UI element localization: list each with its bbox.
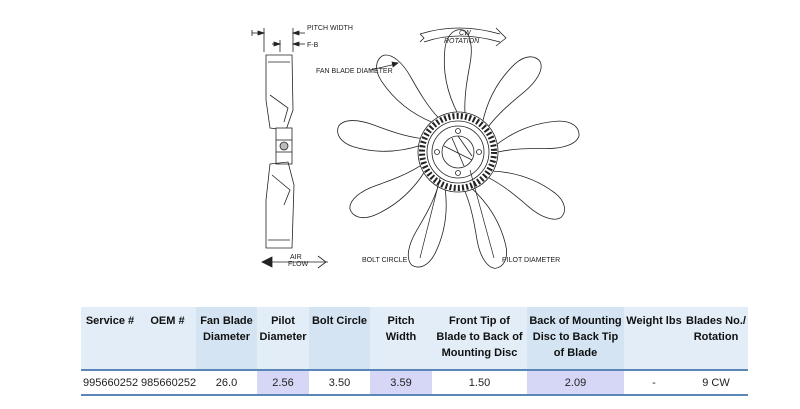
column-header: OEM # [139,307,196,370]
pilot-diameter-label: PILOT DIAMETER [502,257,560,264]
table-cell: 3.59 [370,369,432,396]
table-cell: 1.50 [432,369,527,396]
table-cell: 26.0 [196,369,257,396]
column-header: Weight lbs [624,307,684,370]
rotation-direction-label: CW [459,30,472,37]
rotation-arrow [419,27,507,47]
fan-technical-drawing: PITCH WIDTH F-B FAN BLADE DIAMETER BOLT … [251,25,582,273]
air-label: AIR [290,254,302,261]
column-header: Blades No./ Rotation [684,307,748,370]
table-cell: - [624,369,684,396]
table-cell: 985660252 [139,369,196,396]
pitch-width-label: PITCH WIDTH [307,25,353,32]
fan-front-view [334,29,582,273]
column-header: Bolt Circle [309,307,370,370]
flow-label: FLOW [288,261,309,268]
column-header: Fan Blade Diameter [196,307,257,370]
f-b-label: F-B [307,42,319,49]
table-cell: 2.56 [257,369,309,396]
table-cell: 2.09 [527,369,624,396]
fan-blade-diameter-label: FAN BLADE DIAMETER [316,68,393,75]
column-header: Pilot Diameter [257,307,309,370]
rotation-label: ROTATION [444,38,480,45]
column-header: Pitch Width [370,307,432,370]
column-header: Back of Mounting Disc to Back Tip of Bla… [527,307,624,370]
column-header: Front Tip of Blade to Back of Mounting D… [432,307,527,370]
table-cell: 995660252 [81,369,139,396]
table-cell: 3.50 [309,369,370,396]
column-header: Service # [81,307,139,370]
bolt-circle-label: BOLT CIRCLE [362,257,408,264]
table-cell: 9 CW [684,369,748,396]
fan-side-view [251,28,328,269]
